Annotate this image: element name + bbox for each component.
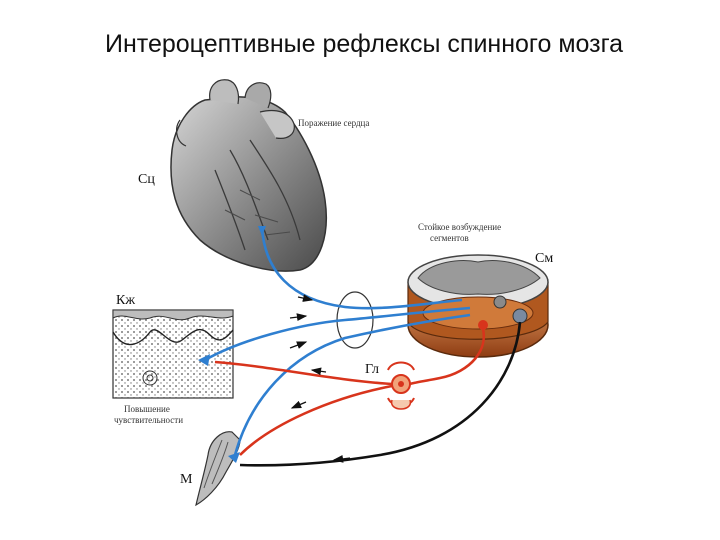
muscle-receptor-icon bbox=[228, 452, 240, 463]
skin-code-label: Кж bbox=[116, 293, 135, 308]
skin-postganglionic-fiber bbox=[214, 360, 393, 386]
heart-illustration bbox=[170, 79, 327, 272]
muscle-postganglionic-fiber bbox=[239, 384, 393, 456]
ganglion-code-label: Гл bbox=[365, 362, 379, 377]
spinal-cord-segment bbox=[407, 254, 549, 358]
flow-arrows bbox=[289, 294, 351, 463]
heart-caption: Поражение сердца bbox=[298, 118, 369, 128]
lateral-horn-neuron-icon bbox=[478, 320, 488, 330]
autonomic-preganglionic-fiber bbox=[409, 324, 485, 386]
heart-afferent-nerve bbox=[260, 227, 463, 310]
page-title: Интероцептивные рефлексы спинного мозга bbox=[105, 30, 624, 58]
heart-receptor-icon bbox=[258, 226, 266, 236]
cord-caption-line1: Стойкое возбуждение bbox=[418, 222, 501, 232]
muscle-code-label: М bbox=[180, 472, 193, 487]
muscle-afferent-nerve bbox=[233, 313, 471, 456]
skin-caption-line2: чувствительности bbox=[114, 415, 183, 425]
heart-code-label: Сц bbox=[138, 172, 155, 187]
muscle-illustration bbox=[195, 431, 241, 507]
motor-fiber bbox=[239, 321, 522, 467]
cord-code-label: См bbox=[535, 251, 553, 266]
skin-afferent-nerve bbox=[204, 306, 471, 362]
cord-caption-line2: сегментов bbox=[430, 233, 469, 243]
skin-section bbox=[112, 309, 234, 399]
afferent-pathways bbox=[204, 227, 471, 456]
skin-receptor-icon bbox=[198, 354, 210, 366]
efferent-pathways bbox=[214, 324, 485, 456]
skin-caption-line1: Повышение bbox=[124, 404, 170, 414]
